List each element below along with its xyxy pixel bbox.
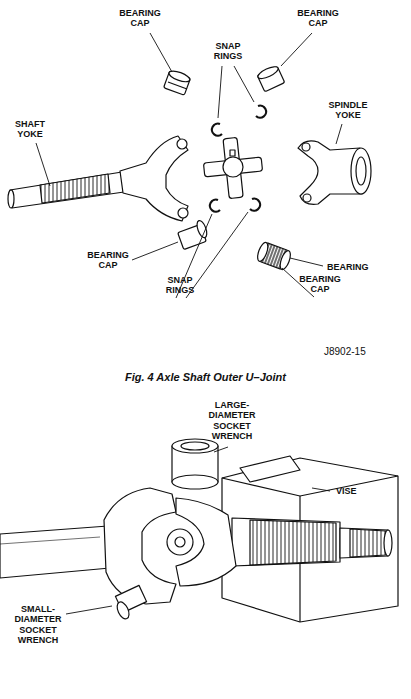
axle-shaft <box>0 526 110 578</box>
part-label: BEARING <box>327 262 369 272</box>
snap-ring <box>210 106 266 212</box>
part-label: SMALL-DIAMETER SOCKET WRENCH <box>9 604 67 645</box>
part-label: BEARING CAP <box>116 8 164 29</box>
part-label: BEARING CAP <box>294 8 342 29</box>
small-socket <box>115 585 147 620</box>
part-label: BEARING CAP <box>296 274 344 295</box>
spindle-yoke <box>298 141 371 204</box>
part-label: VISE <box>336 486 357 496</box>
leader-line <box>66 447 330 614</box>
vise <box>222 456 398 622</box>
part-label: SNAP RINGS <box>160 275 200 296</box>
part-label: BEARING CAP <box>84 250 132 271</box>
bearing-cap <box>256 241 293 271</box>
shaft-yoke <box>8 136 188 221</box>
yoke <box>104 488 236 604</box>
large-socket <box>172 439 218 489</box>
cross <box>203 137 262 198</box>
bearing-cap <box>178 219 209 249</box>
bearing-cap <box>164 69 192 95</box>
axle-shaft <box>232 518 392 566</box>
part-label: SHAFT YOKE <box>10 119 50 140</box>
part-label: SNAP RINGS <box>208 41 248 62</box>
figure-number: J8902-15 <box>324 346 366 358</box>
part-label: SPINDLE YOKE <box>322 100 374 121</box>
figure-caption: Fig. 4 Axle Shaft Outer U–Joint <box>125 371 286 383</box>
leader-line <box>36 33 342 298</box>
bearing-cap <box>256 64 284 91</box>
part-label: LARGE-DIAMETER SOCKET WRENCH <box>203 400 261 441</box>
